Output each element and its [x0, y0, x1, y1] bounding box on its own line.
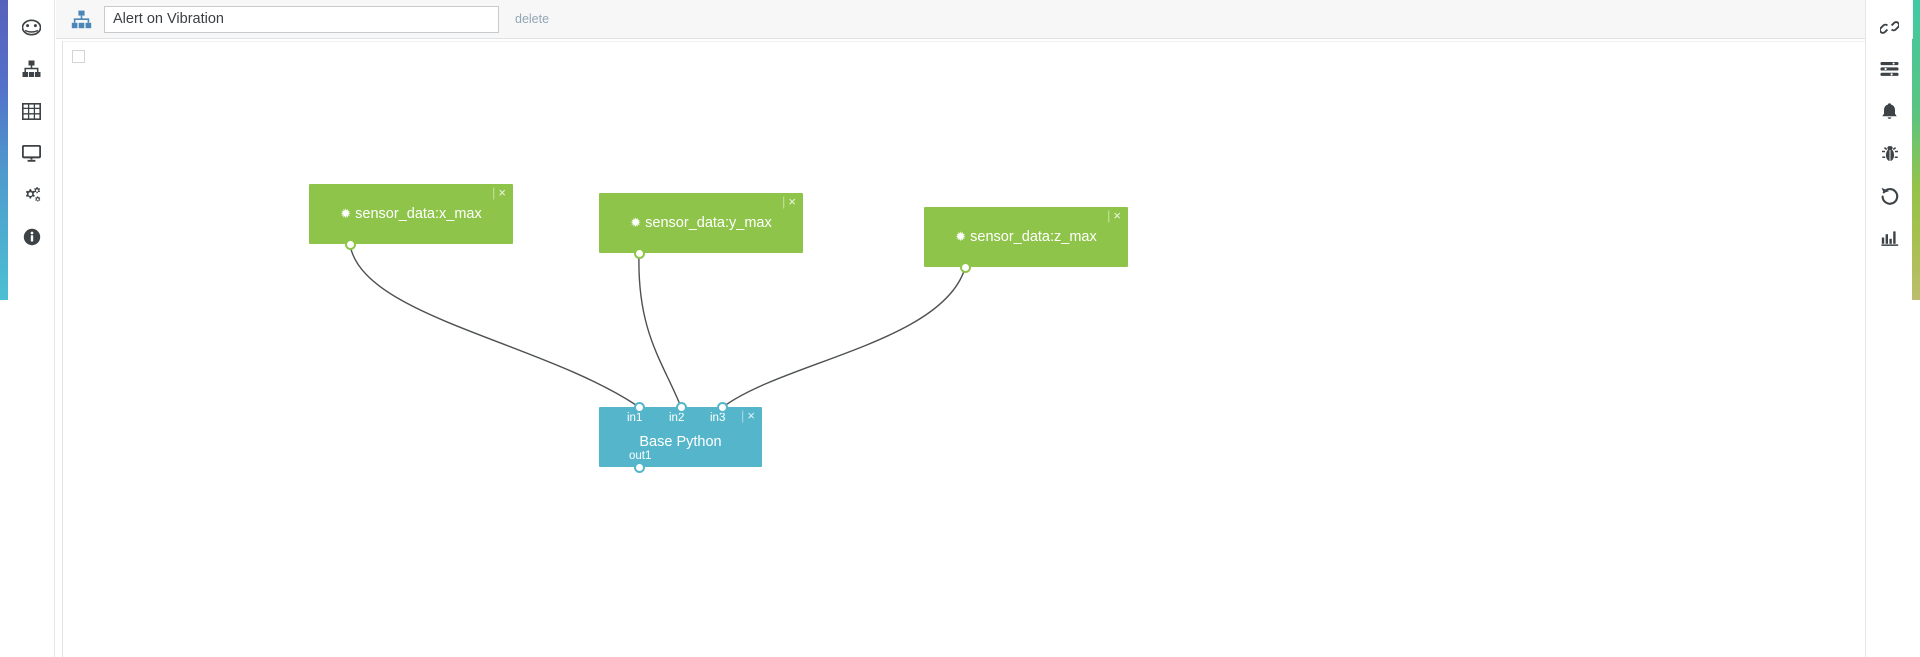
node-title: ✹sensor_data:z_max	[955, 229, 1097, 245]
sidebar-item-devices[interactable]	[8, 132, 55, 174]
link-chain-icon	[1880, 18, 1899, 37]
sidebar-item-settings[interactable]	[8, 174, 55, 216]
left-accent-strip	[0, 0, 8, 300]
snowflake-icon: ✹	[630, 215, 642, 230]
right-sidebar	[1865, 0, 1912, 657]
flow-title-input[interactable]	[104, 5, 499, 33]
output-port[interactable]	[959, 261, 971, 273]
flow-canvas[interactable]: |× ✹sensor_data:x_max |× ✹sensor_data:y_max…	[62, 41, 1907, 657]
node-close-icon[interactable]: |×	[1107, 208, 1122, 223]
input-port-in3[interactable]	[716, 401, 728, 413]
flow-edge-x_max-to-in1	[349, 244, 640, 408]
flow-node-y_max[interactable]: |× ✹sensor_data:y_max	[599, 193, 803, 253]
left-sidebar	[8, 0, 55, 657]
toolbar: delete	[56, 0, 1913, 39]
input-port-in2[interactable]	[675, 401, 687, 413]
flow-node-z_max[interactable]: |× ✹sensor_data:z_max	[924, 207, 1128, 267]
bug-icon	[1881, 144, 1899, 163]
sidebar-item-properties[interactable]	[1866, 48, 1913, 90]
output-port[interactable]	[633, 247, 645, 259]
history-undo-icon	[1880, 186, 1899, 205]
output-port-out1[interactable]	[633, 461, 645, 473]
input-port-label-in1: in1	[627, 412, 643, 424]
snowflake-icon: ✹	[955, 229, 967, 244]
sidebar-item-data-tables[interactable]	[8, 90, 55, 132]
sidebar-item-info[interactable]	[8, 216, 55, 258]
sidebar-item-flows[interactable]	[8, 48, 55, 90]
monitor-icon	[22, 144, 41, 162]
table-grid-icon	[22, 102, 41, 120]
flow-edge-y_max-to-in2	[638, 253, 682, 408]
input-port-label-in3: in3	[710, 412, 726, 424]
sidebar-item-connections[interactable]	[1866, 6, 1913, 48]
bar-chart-icon	[1880, 229, 1899, 246]
sitemap-icon	[68, 7, 94, 31]
input-port-in1[interactable]	[633, 401, 645, 413]
sidebar-item-alerts[interactable]	[1866, 90, 1913, 132]
output-port-label-out1: out1	[629, 450, 652, 462]
dashboard-gauge-icon	[22, 18, 41, 37]
node-close-icon[interactable]: |×	[782, 194, 797, 209]
sidebar-item-history[interactable]	[1866, 174, 1913, 216]
node-title: ✹sensor_data:y_max	[630, 215, 772, 231]
bell-icon	[1881, 102, 1898, 121]
sidebar-item-dashboard[interactable]	[8, 6, 55, 48]
right-accent-strip	[1912, 0, 1920, 300]
edge-layer	[349, 244, 966, 408]
flow-node-x_max[interactable]: |× ✹sensor_data:x_max	[309, 184, 513, 244]
node-title: Base Python	[639, 434, 722, 450]
node-close-icon[interactable]: |×	[741, 408, 756, 423]
sidebar-item-analytics[interactable]	[1866, 216, 1913, 258]
info-circle-icon	[23, 228, 41, 246]
sidebar-item-debug[interactable]	[1866, 132, 1913, 174]
selection-handle[interactable]	[72, 50, 85, 63]
sliders-icon	[1880, 61, 1899, 77]
output-port[interactable]	[344, 238, 356, 250]
node-title: ✹sensor_data:x_max	[340, 206, 482, 222]
node-close-icon[interactable]: |×	[492, 185, 507, 200]
flow-node-base_python[interactable]: |× Base Python in1 in2 in3 out1	[599, 407, 762, 467]
flow-edge-z_max-to-in3	[722, 267, 966, 408]
snowflake-icon: ✹	[340, 206, 352, 221]
input-port-label-in2: in2	[669, 412, 685, 424]
gears-icon	[22, 186, 42, 204]
sitemap-icon	[22, 60, 41, 78]
delete-flow-link[interactable]: delete	[515, 12, 550, 26]
